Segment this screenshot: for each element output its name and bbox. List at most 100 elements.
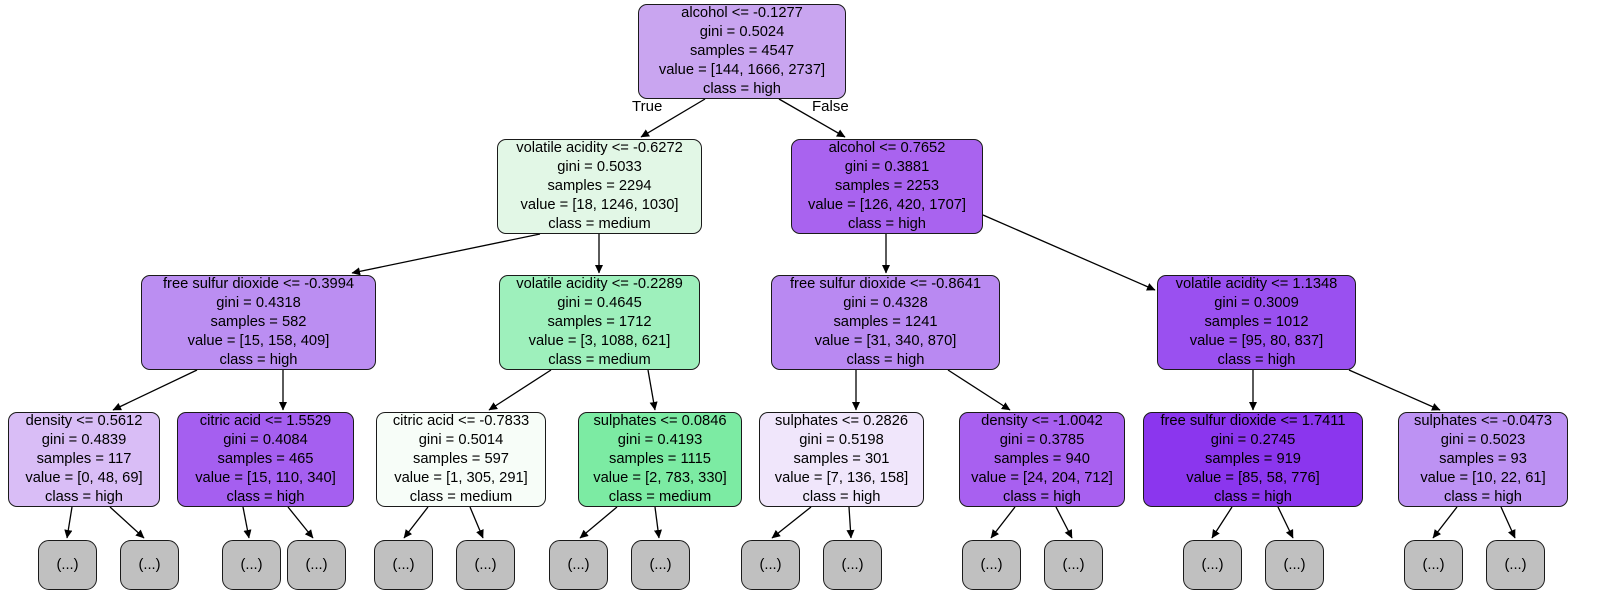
- tree-node-value: value = [144, 1666, 2737]: [658, 61, 826, 78]
- tree-node-condition: density <= 0.5612: [25, 413, 143, 430]
- tree-edge: [488, 369, 552, 411]
- tree-truncated-node[interactable]: (...): [549, 540, 608, 590]
- tree-edge: [64, 506, 73, 539]
- tree-truncated-node[interactable]: (...): [962, 540, 1021, 590]
- tree-node-gini: gini = 0.4839: [41, 432, 127, 449]
- tree-node-condition: alcohol <= 0.7652: [828, 140, 946, 157]
- tree-edge: [771, 506, 812, 539]
- tree-node-condition: volatile acidity <= -0.2289: [516, 276, 683, 293]
- tree-node-gini: gini = 0.3881: [844, 159, 930, 176]
- tree-truncated-node[interactable]: (...): [741, 540, 800, 590]
- tree-node-samples: samples = 4547: [689, 43, 795, 60]
- tree-node-condition: alcohol <= -0.1277: [681, 5, 803, 22]
- tree-node-gini: gini = 0.4645: [557, 295, 642, 312]
- tree-node-value: value = [31, 340, 870]: [814, 332, 957, 349]
- tree-node-samples: samples = 465: [217, 451, 314, 468]
- tree-edge: [469, 506, 484, 539]
- tree-node[interactable]: volatile acidity <= -0.2289 gini = 0.4645…: [499, 275, 700, 370]
- tree-node[interactable]: alcohol <= 0.7652 gini = 0.3881 samples = …: [791, 139, 983, 234]
- tree-node-class: class = high: [1003, 488, 1081, 505]
- tree-node-gini: gini = 0.4318: [216, 295, 301, 312]
- tree-node-gini: gini = 0.5014: [418, 432, 504, 449]
- tree-truncated-node[interactable]: (...): [1044, 540, 1103, 590]
- tree-node-samples: samples = 582: [210, 314, 307, 331]
- tree-truncated-node[interactable]: (...): [287, 540, 346, 590]
- tree-node[interactable]: sulphates <= -0.0473 gini = 0.5023 samples…: [1398, 412, 1568, 507]
- tree-node[interactable]: volatile acidity <= -0.6272 gini = 0.5033…: [497, 139, 702, 234]
- tree-node-value: value = [85, 58, 776]: [1186, 469, 1320, 486]
- tree-node-class: class = high: [848, 215, 926, 232]
- tree-node-gini: gini = 0.3785: [999, 432, 1085, 449]
- tree-node-condition: citric acid <= -0.7833: [392, 413, 530, 430]
- tree-truncated-node[interactable]: (...): [120, 540, 179, 590]
- tree-node-class: class = high: [45, 488, 123, 505]
- tree-truncated-node[interactable]: (...): [456, 540, 515, 590]
- tree-node-samples: samples = 2294: [547, 178, 652, 195]
- tree-node-condition: volatile acidity <= -0.6272: [516, 140, 683, 157]
- tree-node-condition: sulphates <= 0.0846: [593, 413, 727, 430]
- tree-truncated-node[interactable]: (...): [1486, 540, 1545, 590]
- tree-node-condition: citric acid <= 1.5529: [199, 413, 332, 430]
- tree-node-samples: samples = 1012: [1204, 314, 1309, 331]
- tree-truncated-node[interactable]: (...): [374, 540, 433, 590]
- tree-truncated-node[interactable]: (...): [823, 540, 882, 590]
- tree-node-samples: samples = 1712: [547, 314, 652, 331]
- tree-truncated-node[interactable]: (...): [1404, 540, 1463, 590]
- tree-node-value: value = [95, 80, 837]: [1189, 332, 1324, 349]
- tree-node-gini: gini = 0.5033: [557, 159, 642, 176]
- tree-edge: [1500, 506, 1516, 539]
- tree-edge: [403, 506, 429, 539]
- tree-edge: [647, 369, 658, 411]
- tree-node[interactable]: density <= 0.5612 gini = 0.4839 samples = …: [8, 412, 160, 507]
- tree-node-gini: gini = 0.4084: [223, 432, 308, 449]
- tree-node-samples: samples = 919: [1205, 451, 1301, 468]
- tree-edge: [287, 506, 314, 539]
- tree-node-samples: samples = 940: [994, 451, 1090, 468]
- tree-node-class: class = high: [226, 488, 305, 505]
- tree-edge: [1432, 506, 1458, 539]
- tree-edge: [351, 233, 541, 276]
- tree-node-gini: gini = 0.3009: [1214, 295, 1299, 312]
- tree-edge: [109, 506, 145, 539]
- tree-node-gini: gini = 0.2745: [1210, 432, 1296, 449]
- tree-node-value: value = [7, 136, 158]: [774, 469, 909, 486]
- tree-edge: [1055, 506, 1073, 539]
- tree-node[interactable]: sulphates <= 0.0846 gini = 0.4193 samples …: [578, 412, 742, 507]
- tree-truncated-node[interactable]: (...): [1183, 540, 1242, 590]
- tree-node-class: class = medium: [409, 488, 513, 505]
- tree-truncated-node[interactable]: (...): [38, 540, 97, 590]
- tree-truncated-node[interactable]: (...): [1265, 540, 1324, 590]
- tree-node-condition: sulphates <= -0.0473: [1413, 413, 1552, 430]
- tree-truncated-node[interactable]: (...): [222, 540, 281, 590]
- tree-node-class: class = high: [1214, 488, 1292, 505]
- tree-node[interactable]: citric acid <= -0.7833 gini = 0.5014 sampl…: [376, 412, 546, 507]
- tree-node-samples: samples = 117: [36, 451, 132, 468]
- tree-node-value: value = [10, 22, 61]: [1420, 469, 1546, 486]
- tree-edge: [982, 214, 1156, 291]
- tree-node-samples: samples = 2253: [834, 178, 940, 195]
- tree-node[interactable]: citric acid <= 1.5529 gini = 0.4084 sample…: [177, 412, 354, 507]
- edge-label-true: True: [632, 98, 663, 115]
- tree-edge: [990, 506, 1016, 539]
- tree-node-value: value = [24, 204, 712]: [971, 469, 1113, 486]
- tree-node-gini: gini = 0.5023: [1440, 432, 1526, 449]
- tree-node-samples: samples = 93: [1439, 451, 1527, 468]
- tree-node-class: class = medium: [608, 488, 712, 505]
- tree-node-value: value = [0, 48, 69]: [25, 469, 143, 486]
- tree-node-gini: gini = 0.5198: [799, 432, 884, 449]
- tree-node-samples: samples = 597: [413, 451, 509, 468]
- tree-node-class: class = medium: [548, 215, 651, 232]
- tree-node-samples: samples = 1115: [609, 451, 711, 468]
- tree-node-gini: gini = 0.4193: [617, 432, 703, 449]
- tree-node-samples: samples = 301: [793, 451, 890, 468]
- tree-truncated-node[interactable]: (...): [631, 540, 690, 590]
- tree-node-condition: free sulfur dioxide <= -0.8641: [789, 276, 982, 293]
- tree-node-value: value = [126, 420, 1707]: [807, 196, 967, 213]
